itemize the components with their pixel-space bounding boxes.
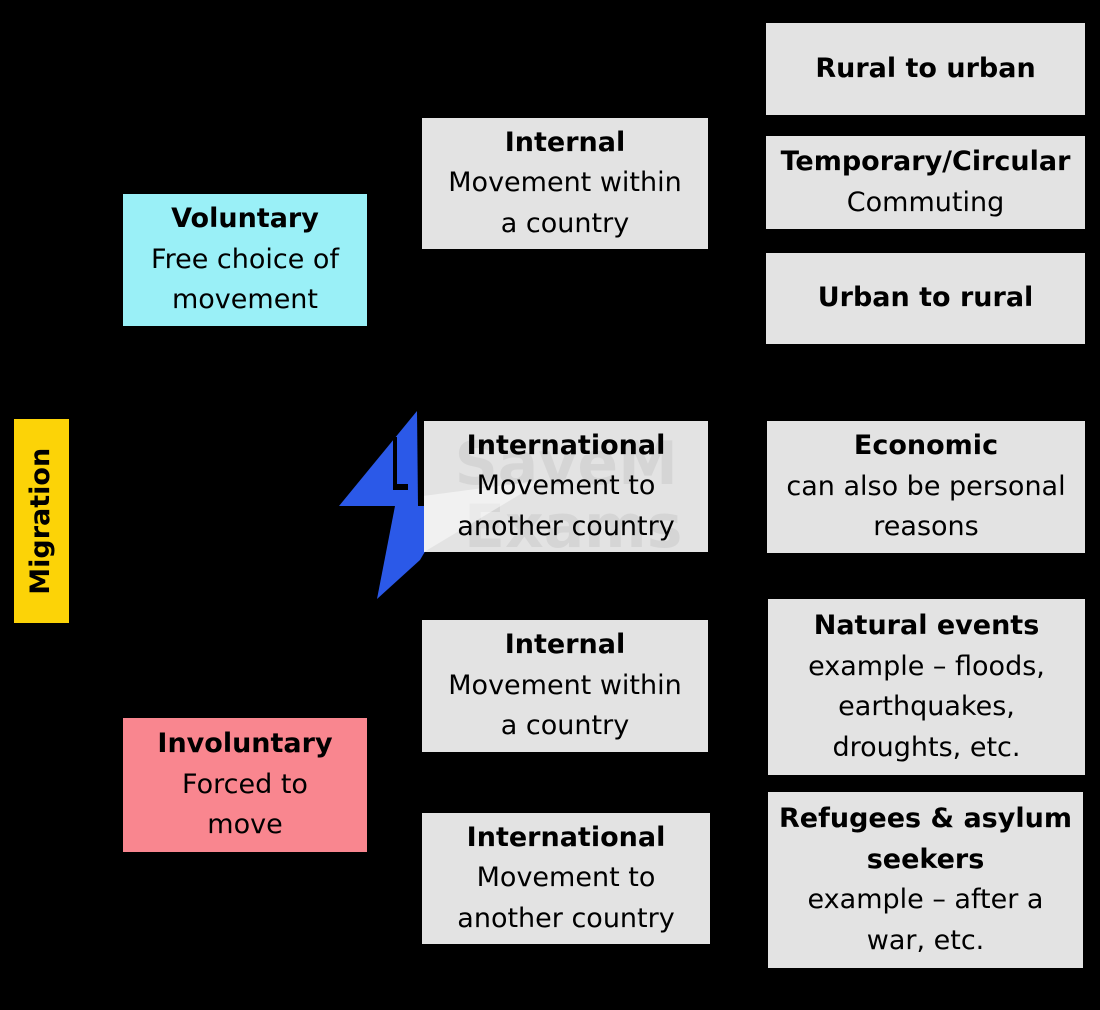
node-urban-to-rural: Urban to rural xyxy=(766,253,1085,344)
node-line: earthquakes, xyxy=(838,691,1015,722)
node-line: Movement within xyxy=(448,669,682,701)
node-title: Natural events xyxy=(813,610,1040,641)
node-natural-events: Natural events example – floods, earthqu… xyxy=(768,599,1085,775)
bolt-upper-triangle xyxy=(339,411,418,506)
node-line: droughts, etc. xyxy=(832,731,1021,763)
node-line: Movement to xyxy=(476,470,656,502)
node-line: reasons xyxy=(873,511,979,543)
migration-label: Migration xyxy=(25,447,57,595)
node-line: Commuting xyxy=(846,186,1005,218)
node-refugees-asylum: Refugees & asylum seekers example – afte… xyxy=(768,792,1083,968)
node-line: example – after a xyxy=(807,884,1044,915)
node-line: Movement within xyxy=(448,167,682,199)
node-rural-to-urban: Rural to urban xyxy=(766,23,1085,115)
node-line: move xyxy=(207,809,283,841)
node-voluntary: Voluntary Free choice of movement xyxy=(123,194,367,326)
node-line: another country xyxy=(457,510,675,542)
node-line: example – floods, xyxy=(808,650,1045,682)
node-title: Temporary/Circular xyxy=(780,146,1071,177)
node-line: war, etc. xyxy=(866,924,985,956)
node-title: Rural to urban xyxy=(815,52,1036,84)
node-line: can also be personal xyxy=(786,470,1066,502)
node-involuntary: Involuntary Forced to move xyxy=(123,718,367,852)
bolt-notch xyxy=(393,437,408,490)
node-title-line2: seekers xyxy=(866,843,985,875)
node-line: a country xyxy=(500,207,630,239)
node-temporary-circular: Temporary/Circular Commuting xyxy=(766,136,1085,229)
node-voluntary-internal: Internal Movement within a country xyxy=(422,118,708,249)
node-economic: Economic can also be personal reasons xyxy=(767,421,1085,553)
node-involuntary-internal: Internal Movement within a country xyxy=(422,620,708,752)
node-line: Free choice of xyxy=(151,243,339,275)
node-title: Refugees & asylum xyxy=(779,803,1072,834)
node-title: Voluntary xyxy=(171,203,319,235)
node-title: Involuntary xyxy=(157,728,333,760)
node-title: Urban to rural xyxy=(817,282,1034,314)
node-title: Internal xyxy=(504,629,626,661)
node-voluntary-international: SaveM Exams International Movement to an… xyxy=(424,421,708,552)
node-line: Forced to xyxy=(182,768,308,800)
node-line: Movement to xyxy=(476,862,656,894)
node-line: a country xyxy=(500,710,630,742)
node-title: Internal xyxy=(504,126,626,158)
node-title: International xyxy=(466,429,666,461)
node-line: another country xyxy=(457,902,675,934)
node-title: Economic xyxy=(853,430,999,462)
node-migration: Migration xyxy=(14,419,69,623)
node-title: International xyxy=(466,821,666,853)
node-line: movement xyxy=(171,284,319,316)
node-involuntary-international: International Movement to another countr… xyxy=(422,813,710,944)
